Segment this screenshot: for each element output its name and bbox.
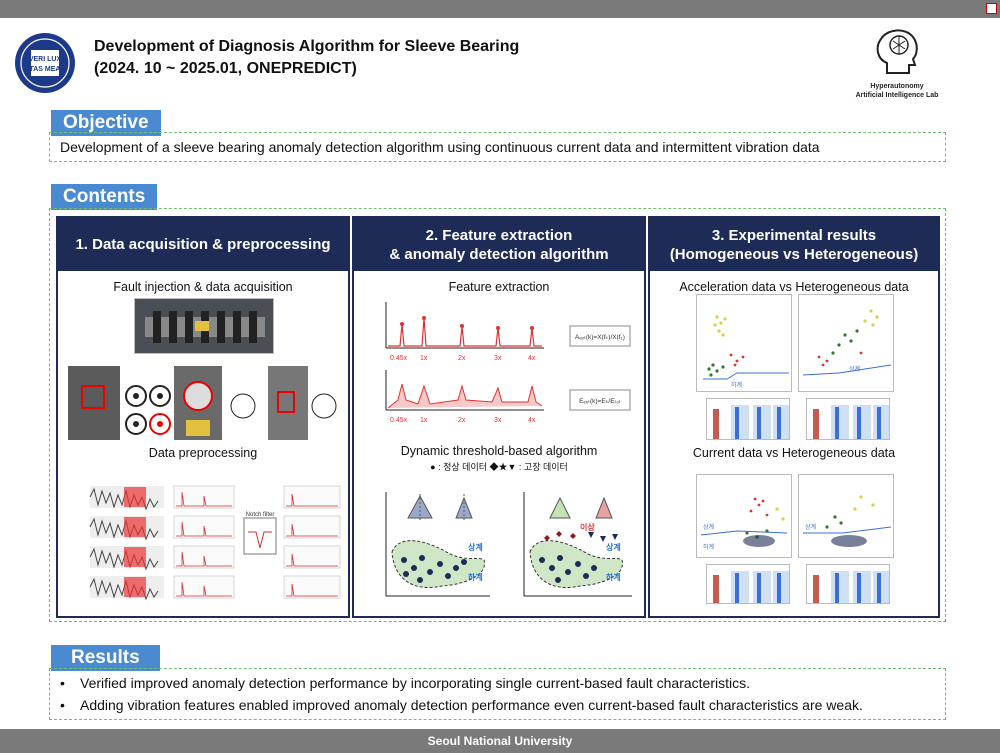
results-list: •Verified improved anomaly detection per… bbox=[60, 672, 863, 716]
bar-chart-acceleration-2 bbox=[806, 398, 890, 440]
threshold-plot-right: 이상 상계 하계 bbox=[523, 492, 632, 597]
svg-text:Eₑₓₜ(k)=Eₖ/Eₜₒₜ: Eₑₓₜ(k)=Eₖ/Eₜₒₜ bbox=[579, 398, 621, 405]
lab-name-line1: Hyperautonomy bbox=[870, 83, 924, 90]
panel-2-title-line2: & anomaly detection algorithm bbox=[389, 245, 609, 263]
svg-text:1x: 1x bbox=[420, 417, 428, 424]
results-box bbox=[49, 668, 946, 720]
panel-3-title-line2: (Homogeneous vs Heterogeneous) bbox=[669, 245, 919, 263]
time-signal-plots bbox=[89, 486, 164, 601]
spectrum-energy-plot: 0.45x 1x 2x 3x 4x Eₑₓₜ(k)=Eₖ/Eₜₒₜ bbox=[385, 370, 631, 424]
svg-text:0.45x: 0.45x bbox=[390, 417, 408, 424]
svg-text:4x: 4x bbox=[528, 355, 536, 362]
panel-2-sub-feature-extraction: Feature extraction bbox=[448, 280, 550, 294]
svg-text:이상: 이상 bbox=[580, 522, 595, 532]
svg-text:2x: 2x bbox=[458, 417, 466, 424]
svg-text:상계: 상계 bbox=[703, 523, 714, 531]
panel-3-sub-acceleration: Acceleration data vs Heterogeneous data bbox=[679, 280, 909, 294]
bar-chart-current-a bbox=[706, 564, 790, 604]
svg-text:상계: 상계 bbox=[805, 523, 816, 531]
svg-text:하계: 하계 bbox=[703, 543, 714, 551]
panel-1-sub-preprocessing: Data preprocessing bbox=[148, 446, 258, 460]
feature-extraction-figure: 0.45x 1x 2x 3x 4x Aₑₓₜ(k)=X(fₖ)/X(f₁) 0.… bbox=[362, 296, 640, 424]
threshold-plot-left: 상계 하계 bbox=[385, 492, 490, 597]
objective-label: Objective bbox=[51, 110, 161, 136]
panel-feature-extraction: 2. Feature extraction & anomaly detectio… bbox=[352, 216, 646, 618]
svg-text:TAS MEA: TAS MEA bbox=[30, 66, 61, 73]
snu-logo: VERI LUX TAS MEA bbox=[14, 32, 76, 94]
panel-2-sub-dynamic-threshold: Dynamic threshold-based algorithm bbox=[400, 444, 598, 458]
lab-logo: Hyperautonomy Artificial Intelligence La… bbox=[842, 25, 952, 105]
page-title: Development of Diagnosis Algorithm for S… bbox=[94, 36, 519, 80]
objective-box bbox=[49, 132, 946, 162]
scatter-acceleration-2: 상계 bbox=[798, 294, 894, 392]
preprocessing-figure: Notch filter bbox=[64, 472, 344, 602]
notch-filter-label: Notch filter bbox=[246, 512, 275, 518]
contents-label: Contents bbox=[51, 184, 158, 210]
results-item: •Adding vibration features enabled impro… bbox=[60, 697, 863, 713]
bar-chart-current-e bbox=[806, 564, 890, 604]
svg-text:상계: 상계 bbox=[606, 542, 621, 552]
panel-data-acquisition: 1. Data acquisition & preprocessing Faul… bbox=[56, 216, 350, 618]
panel-3-title-line1: 3. Experimental results bbox=[711, 226, 877, 244]
panel-experimental-results: 3. Experimental results (Homogeneous vs … bbox=[648, 216, 940, 618]
svg-text:3x: 3x bbox=[494, 417, 502, 424]
lab-name-line2: Artificial Intelligence Lab bbox=[855, 92, 939, 99]
window-corner-icon bbox=[986, 3, 997, 14]
svg-text:상계: 상계 bbox=[849, 365, 860, 373]
brain-head-icon bbox=[876, 29, 918, 74]
footer: Seoul National University bbox=[0, 729, 1000, 753]
dynamic-threshold-figure: 상계 하계 이상 상계 하계 bbox=[360, 476, 642, 616]
fault-injection-figure bbox=[68, 366, 338, 442]
contents-box bbox=[49, 208, 946, 622]
title-line-1: Development of Diagnosis Algorithm for S… bbox=[94, 38, 520, 55]
svg-text:3x: 3x bbox=[494, 355, 502, 362]
scatter-acceleration-1: 하계 bbox=[696, 294, 792, 392]
motor-photo bbox=[134, 298, 274, 354]
results-item-2-text: Adding vibration features enabled improv… bbox=[80, 697, 863, 713]
bar-chart-acceleration-1 bbox=[706, 398, 790, 440]
svg-text:VERI LUX: VERI LUX bbox=[29, 56, 62, 63]
panel-2-header: 2. Feature extraction & anomaly detectio… bbox=[354, 218, 644, 271]
svg-text:하계: 하계 bbox=[606, 572, 621, 582]
svg-text:4x: 4x bbox=[528, 417, 536, 424]
objective-text: Development of a sleeve bearing anomaly … bbox=[60, 139, 820, 155]
svg-text:0.45x: 0.45x bbox=[390, 355, 408, 362]
svg-text:Aₑₓₜ(k)=X(fₖ)/X(f₁): Aₑₓₜ(k)=X(fₖ)/X(f₁) bbox=[575, 334, 625, 341]
svg-text:하계: 하계 bbox=[731, 381, 742, 389]
panel-1-header: 1. Data acquisition & preprocessing bbox=[58, 218, 348, 271]
title-line-2: (2024. 10 ~ 2025.01, ONEPREDICT) bbox=[94, 60, 357, 77]
panel-3-sub-current: Current data vs Heterogeneous data bbox=[692, 446, 896, 460]
panel-2-title-line1: 2. Feature extraction bbox=[425, 226, 573, 244]
svg-text:상계: 상계 bbox=[468, 542, 483, 552]
scatter-current-e: 상계 bbox=[798, 474, 894, 558]
panel-3-header: 3. Experimental results (Homogeneous vs … bbox=[650, 218, 938, 271]
spectrum-plots bbox=[173, 485, 235, 599]
spectrum-amplitude-plot: 0.45x 1x 2x 3x 4x Aₑₓₜ(k)=X(fₖ)/X(f₁) bbox=[385, 302, 631, 362]
scatter-current-a: 상계 하계 bbox=[696, 474, 792, 558]
results-label: Results bbox=[51, 645, 160, 671]
svg-text:1x: 1x bbox=[420, 355, 428, 362]
svg-text:하계: 하계 bbox=[468, 572, 483, 582]
svg-text:2x: 2x bbox=[458, 355, 466, 362]
results-item-1-text: Verified improved anomaly detection perf… bbox=[80, 675, 751, 691]
panel-2-legend: ● : 정상 데이터 ◆★▼ : 고장 데이터 bbox=[430, 462, 568, 472]
top-bar bbox=[0, 0, 1000, 18]
results-item: •Verified improved anomaly detection per… bbox=[60, 675, 751, 691]
panel-1-sub-fault-injection: Fault injection & data acquisition bbox=[113, 280, 293, 294]
